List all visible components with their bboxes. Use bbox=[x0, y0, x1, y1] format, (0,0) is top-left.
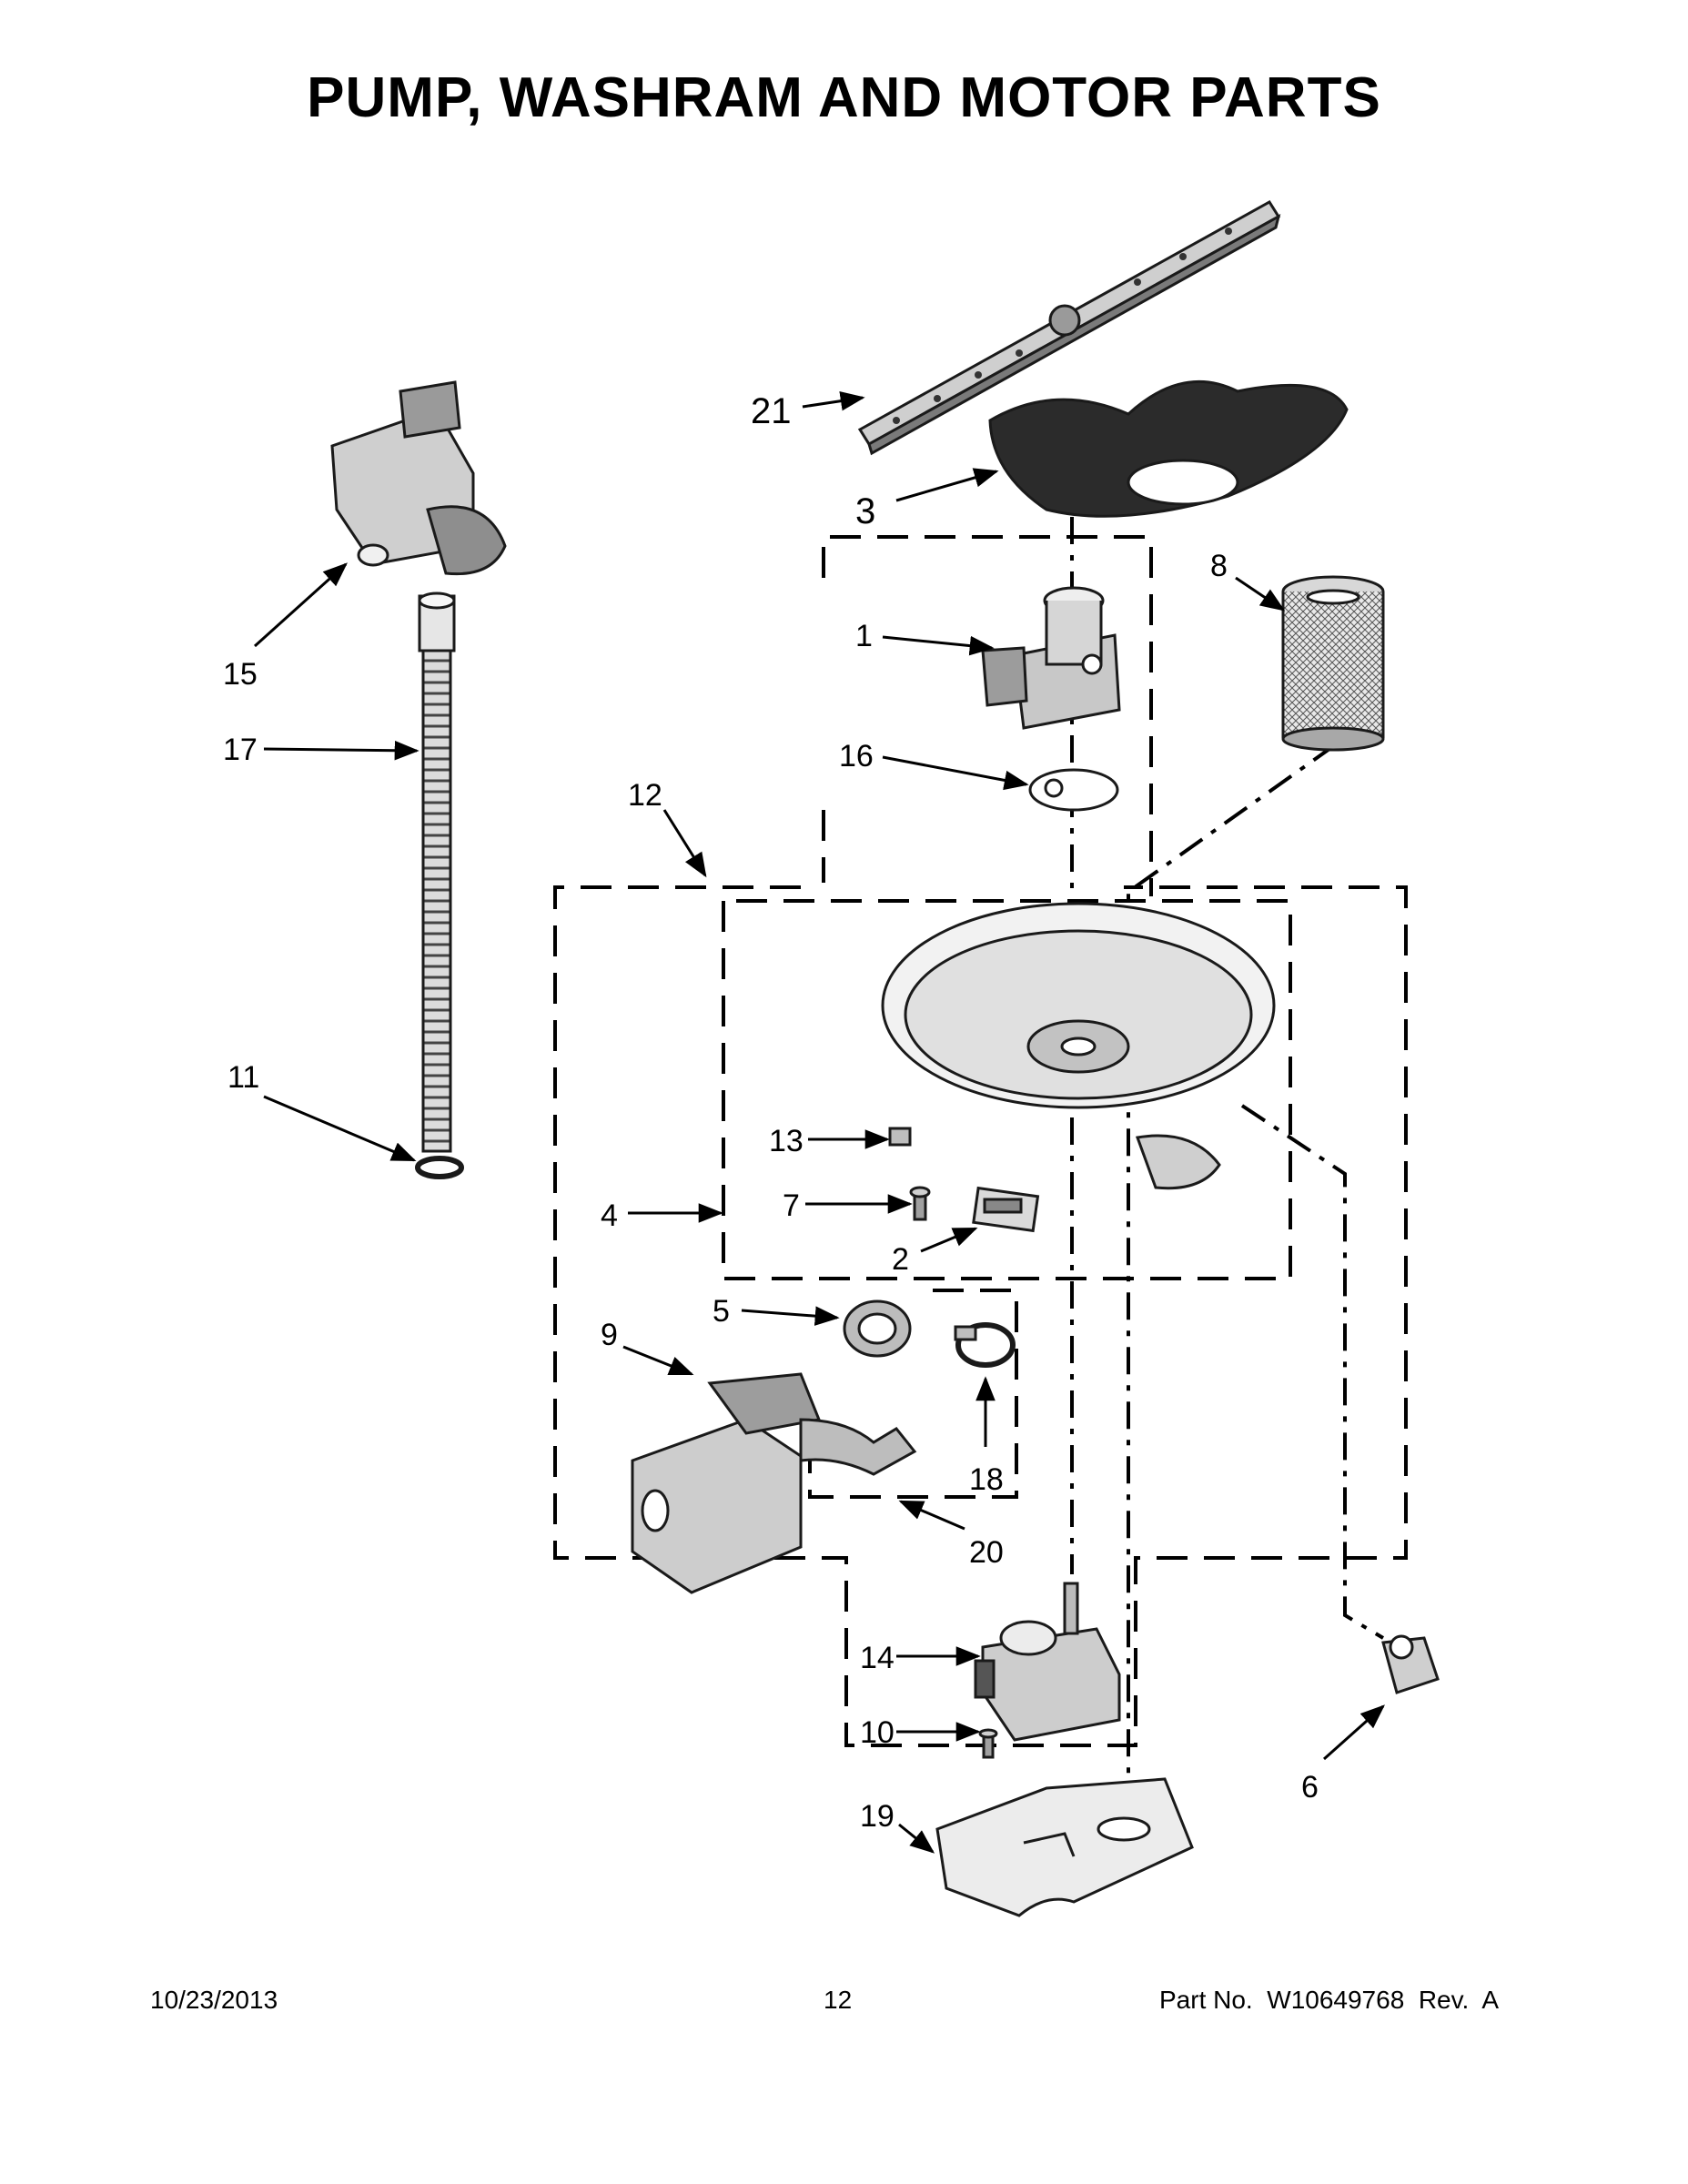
callout-8: 8 bbox=[1210, 549, 1228, 583]
sump-base bbox=[881, 902, 1276, 1190]
leader-arrow bbox=[662, 809, 707, 878]
leader-arrow bbox=[895, 468, 999, 502]
pump-assembly-top bbox=[981, 586, 1121, 730]
callout-21: 21 bbox=[751, 391, 792, 431]
drain-pump bbox=[330, 380, 507, 576]
callout-14: 14 bbox=[860, 1641, 895, 1675]
leader-arrow bbox=[802, 390, 865, 411]
callout-9: 9 bbox=[601, 1318, 618, 1352]
leader-arrow bbox=[741, 1306, 840, 1326]
leader-arrow bbox=[920, 1227, 978, 1253]
leader-arrow bbox=[1235, 576, 1286, 612]
turbidity-sensor bbox=[1381, 1634, 1440, 1694]
leader-arrow bbox=[898, 1500, 965, 1531]
connector bbox=[972, 1186, 1040, 1233]
group-outline-20 bbox=[808, 1289, 1018, 1499]
leader-arrow bbox=[263, 1095, 417, 1162]
hose-clamp bbox=[415, 1156, 464, 1179]
seal bbox=[843, 1299, 912, 1358]
leader-arrow bbox=[882, 635, 995, 656]
screw bbox=[909, 1186, 931, 1221]
wash-clamp bbox=[954, 1322, 1016, 1368]
gasket bbox=[1028, 768, 1119, 812]
callout-13: 13 bbox=[769, 1124, 804, 1158]
group-outline-pump-housing bbox=[822, 535, 1153, 896]
lower-spray-arm bbox=[857, 199, 1281, 456]
callout-7: 7 bbox=[783, 1188, 800, 1223]
group-outline-4 bbox=[722, 899, 1292, 1280]
footer-date: 10/23/2013 bbox=[150, 1986, 278, 2014]
callout-18: 18 bbox=[969, 1462, 1004, 1497]
leader-arrows bbox=[253, 390, 1386, 1854]
mounting-clip bbox=[888, 1127, 912, 1147]
callout-1: 1 bbox=[855, 619, 873, 653]
leader-arrow bbox=[253, 562, 349, 648]
callout-12: 12 bbox=[628, 778, 662, 813]
leader-arrow bbox=[882, 755, 1029, 791]
leader-arrow bbox=[1323, 1704, 1386, 1761]
callout-20: 20 bbox=[969, 1535, 1004, 1570]
diverter-screw bbox=[978, 1728, 998, 1759]
footer-page-number: 12 bbox=[824, 1986, 853, 2014]
footer-part-number: Part No. W10649768 Rev. A bbox=[1159, 1986, 1500, 2014]
leader-arrow bbox=[898, 1823, 935, 1854]
callout-15: 15 bbox=[223, 657, 258, 692]
leader-arrow bbox=[622, 1345, 694, 1376]
callout-5: 5 bbox=[713, 1294, 730, 1329]
callout-10: 10 bbox=[860, 1715, 895, 1750]
callout-19: 19 bbox=[860, 1799, 895, 1834]
callout-16: 16 bbox=[839, 739, 874, 774]
callout-2: 2 bbox=[892, 1242, 909, 1277]
callout-4: 4 bbox=[601, 1198, 618, 1233]
centerline-sensor bbox=[1240, 1104, 1385, 1640]
filter-assembly bbox=[1281, 575, 1385, 752]
leader-arrow bbox=[263, 740, 419, 761]
diverter-motor bbox=[974, 1582, 1121, 1742]
page-title: PUMP, WASHRAM AND MOTOR PARTS bbox=[307, 66, 1381, 129]
base-shield bbox=[935, 1777, 1194, 1917]
callout-17: 17 bbox=[223, 733, 258, 767]
callout-labels: 21 3 8 15 1 17 16 12 11 13 7 4 2 5 9 18 … bbox=[223, 391, 1319, 1834]
callout-6: 6 bbox=[1301, 1770, 1319, 1805]
callout-11: 11 bbox=[227, 1060, 259, 1095]
drain-hose bbox=[418, 592, 456, 1153]
filter-cover bbox=[988, 379, 1349, 518]
wash-motor bbox=[631, 1372, 917, 1594]
callout-3: 3 bbox=[855, 491, 875, 531]
